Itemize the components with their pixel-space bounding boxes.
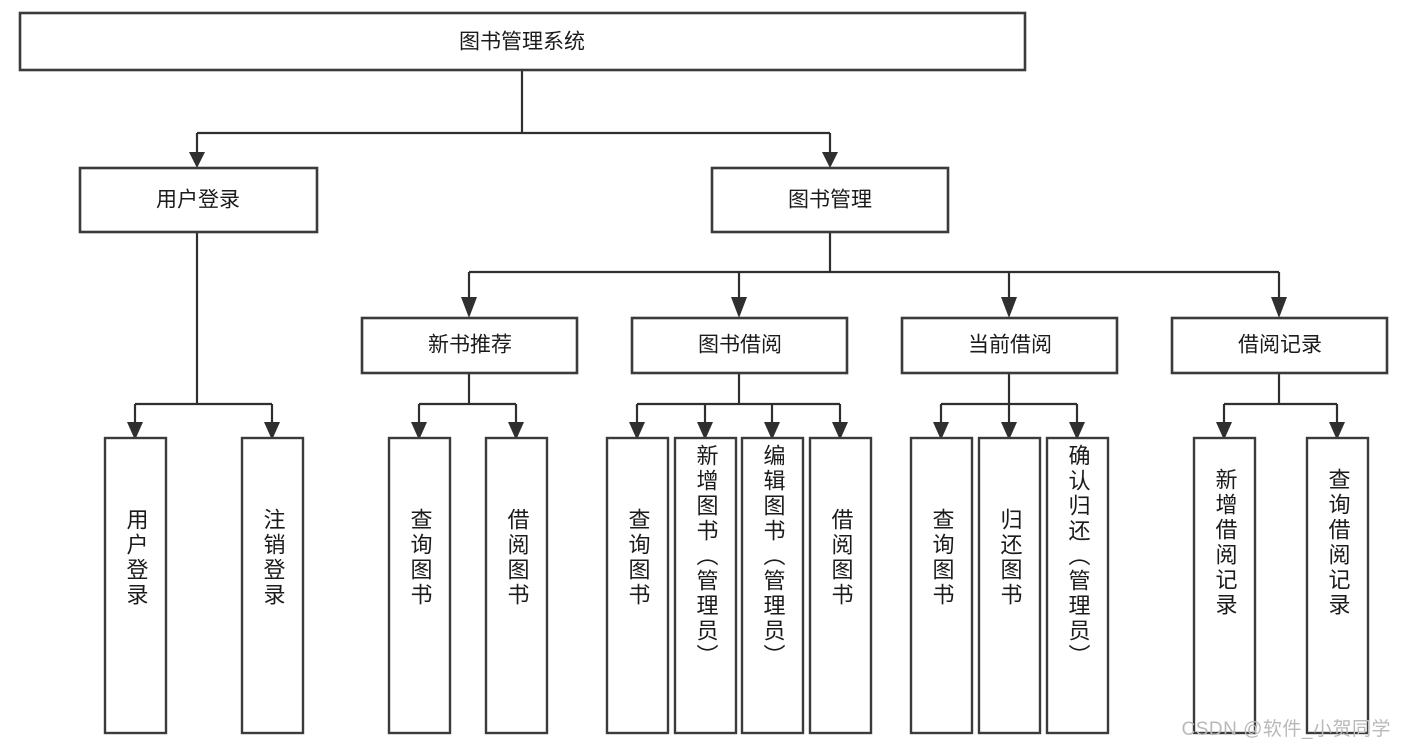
leaf-box-borrow-book-1[interactable] <box>484 436 549 735</box>
arrow-bookmgmt-to-newbook <box>461 297 477 318</box>
arrow-newbook-leaf1 <box>411 422 427 440</box>
watermark-text: CSDN @软件_小贺同学 <box>1181 719 1391 740</box>
connector-group <box>127 70 1345 440</box>
arrow-currentborrow-leaf1 <box>933 422 949 440</box>
leaf-box-add-record[interactable] <box>1192 436 1257 735</box>
node-root-box[interactable] <box>18 11 1027 72</box>
leaf-box-borrow-book-2[interactable] <box>808 436 873 735</box>
node-user-login-label: 用户登录 <box>156 189 240 212</box>
node-book-management-box[interactable] <box>710 166 950 234</box>
arrow-bookborrow-leaf4 <box>832 422 848 440</box>
node-new-book-recommend-label: 新书推荐 <box>428 334 512 357</box>
arrow-bookborrow-leaf3 <box>764 422 780 440</box>
leaf-box-query-record[interactable] <box>1305 436 1370 735</box>
node-current-borrow-label: 当前借阅 <box>968 334 1052 357</box>
node-book-management[interactable]: 图书管理 <box>710 166 950 234</box>
arrow-root-to-bookmgmt <box>822 152 838 168</box>
arrow-currentborrow-leaf3 <box>1069 422 1085 440</box>
leaf-box-user-logout[interactable] <box>240 436 305 735</box>
leaf-box-confirm-return[interactable] <box>1045 436 1110 735</box>
node-current-borrow[interactable]: 当前借阅 <box>900 316 1119 375</box>
leaf-box-return-book[interactable] <box>977 436 1042 735</box>
node-borrow-record[interactable]: 借阅记录 <box>1170 316 1389 375</box>
node-borrow-record-label: 借阅记录 <box>1238 334 1322 357</box>
node-root[interactable]: 图书管理系统 <box>18 11 1027 72</box>
node-new-book-recommend-box[interactable] <box>360 316 579 375</box>
node-book-borrow-box[interactable] <box>630 316 849 375</box>
leaf-box-query-book-2[interactable] <box>605 436 670 735</box>
node-root-label: 图书管理系统 <box>459 31 585 54</box>
node-user-login[interactable]: 用户登录 <box>78 166 319 234</box>
leaf-box-user-login[interactable] <box>103 436 168 735</box>
arrow-userlogin-leaf2 <box>264 422 280 440</box>
arrow-bookmgmt-to-bookborrow <box>731 297 747 318</box>
node-user-login-box[interactable] <box>78 166 319 234</box>
node-book-management-label: 图书管理 <box>788 189 872 212</box>
leaf-box-edit-book[interactable] <box>740 436 805 735</box>
arrow-bookborrow-leaf1 <box>629 422 645 440</box>
arrow-bookmgmt-to-borrowrecord <box>1271 297 1287 318</box>
node-book-borrow[interactable]: 图书借阅 <box>630 316 849 375</box>
node-new-book-recommend[interactable]: 新书推荐 <box>360 316 579 375</box>
arrow-borrowrecord-leaf2 <box>1329 422 1345 440</box>
arrow-userlogin-leaf1 <box>127 422 143 440</box>
leaf-box-query-book-3[interactable] <box>909 436 974 735</box>
node-current-borrow-box[interactable] <box>900 316 1119 375</box>
node-borrow-record-box[interactable] <box>1170 316 1389 375</box>
arrow-newbook-leaf2 <box>508 422 524 440</box>
arrow-bookborrow-leaf2 <box>697 422 713 440</box>
arrow-currentborrow-leaf2 <box>1001 422 1017 440</box>
leaf-box-add-book[interactable] <box>673 436 738 735</box>
leaf-box-query-book-1[interactable] <box>387 436 452 735</box>
arrow-borrowrecord-leaf1 <box>1216 422 1232 440</box>
node-book-borrow-label: 图书借阅 <box>698 334 782 357</box>
arrow-bookmgmt-to-currentborrow <box>1001 297 1017 318</box>
arrow-root-to-userlogin <box>189 152 205 168</box>
